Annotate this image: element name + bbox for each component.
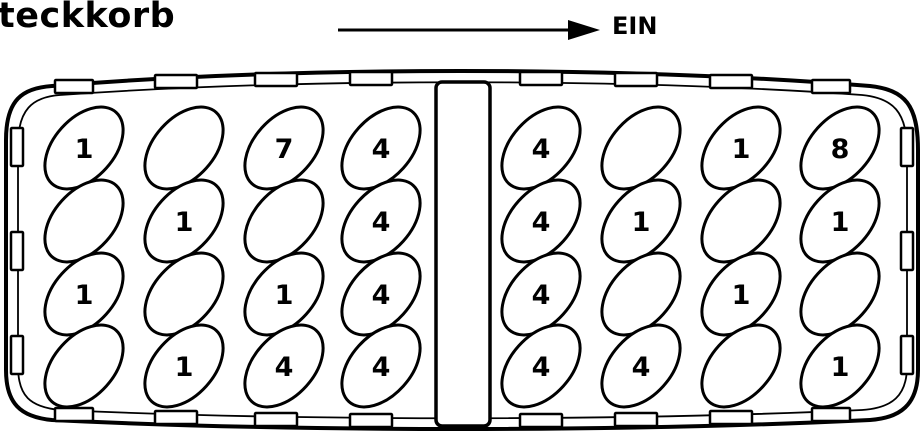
- slot-outline: [143, 323, 225, 409]
- slot-right-c2-r3: [600, 251, 682, 337]
- slot-outline: [143, 105, 225, 191]
- slot-right-c1-r2: 4: [500, 178, 582, 264]
- slot-left-c2-r4: 1: [143, 323, 225, 409]
- slot-outline: [243, 178, 325, 264]
- slot-left-c2-r3: [143, 251, 225, 337]
- slot-label: 4: [372, 352, 391, 383]
- slot-label: 1: [732, 134, 751, 165]
- slot-right-c1-r1: 4: [500, 105, 582, 191]
- slot-label: 1: [175, 352, 194, 383]
- slot-left-c3-r3: 1: [243, 251, 325, 337]
- slot-left-c1-r3: 1: [43, 251, 125, 337]
- direction-label: EIN: [612, 12, 658, 40]
- slot-outline: [243, 323, 325, 409]
- slot-label: 4: [532, 280, 551, 311]
- slot-label: 4: [372, 134, 391, 165]
- center-handle: [434, 80, 492, 428]
- slot-left-c2-r1: [143, 105, 225, 191]
- slot-right-c2-r4: 4: [600, 323, 682, 409]
- basket-slots: 1 1 1 1 7 1 4 4 4 4 4 4 4 4 4 1 4 1 1 8 1 1: [43, 105, 881, 409]
- slot-left-c3-r4: 4: [243, 323, 325, 409]
- slot-label: 1: [75, 134, 94, 165]
- slot-outline: [700, 105, 782, 191]
- slot-label: 4: [532, 134, 551, 165]
- slot-outline: [700, 323, 782, 409]
- slot-outline: [243, 251, 325, 337]
- slot-outline: [143, 251, 225, 337]
- slot-outline: [700, 178, 782, 264]
- slot-left-c4-r1: 4: [340, 105, 422, 191]
- slot-right-c4-r2: 1: [799, 178, 881, 264]
- slot-outline: [600, 251, 682, 337]
- slot-outline: [600, 323, 682, 409]
- slot-outline: [43, 105, 125, 191]
- slot-left-c2-r2: 1: [143, 178, 225, 264]
- slot-left-c1-r1: 1: [43, 105, 125, 191]
- slot-left-c4-r2: 4: [340, 178, 422, 264]
- slot-outline: [600, 178, 682, 264]
- slot-outline: [500, 105, 582, 191]
- slot-left-c1-r2: [43, 178, 125, 264]
- slot-label: 4: [275, 352, 294, 383]
- slot-outline: [799, 178, 881, 264]
- slot-outline: [340, 323, 422, 409]
- slot-label: 4: [372, 280, 391, 311]
- slot-right-c3-r4: [700, 323, 782, 409]
- slot-outline: [243, 105, 325, 191]
- side-tabs: [9, 126, 915, 376]
- slot-right-c3-r3: 1: [700, 251, 782, 337]
- slot-outline: [143, 178, 225, 264]
- slot-left-c4-r3: 4: [340, 251, 422, 337]
- slot-right-c1-r4: 4: [500, 323, 582, 409]
- slot-outline: [700, 251, 782, 337]
- slot-left-c3-r2: [243, 178, 325, 264]
- slot-right-c4-r4: 1: [799, 323, 881, 409]
- slot-outline: [500, 251, 582, 337]
- slot-left-c1-r4: [43, 323, 125, 409]
- slot-outline: [340, 105, 422, 191]
- slot-right-c1-r3: 4: [500, 251, 582, 337]
- slot-label: 1: [75, 280, 94, 311]
- slot-label: 1: [831, 352, 850, 383]
- slot-right-c4-r3: [799, 251, 881, 337]
- slot-outline: [799, 251, 881, 337]
- slot-outline: [340, 251, 422, 337]
- slot-right-c4-r1: 8: [799, 105, 881, 191]
- slot-label: 4: [632, 352, 651, 383]
- slot-outline: [43, 178, 125, 264]
- direction-arrow: [338, 20, 600, 40]
- slot-label: 1: [831, 207, 850, 238]
- slot-outline: [43, 251, 125, 337]
- slot-label: 4: [372, 207, 391, 238]
- slot-label: 8: [831, 134, 850, 165]
- slot-left-c3-r1: 7: [243, 105, 325, 191]
- slot-outline: [799, 323, 881, 409]
- rim-tabs: [53, 70, 852, 429]
- slot-label: 1: [632, 207, 651, 238]
- slot-right-c2-r1: [600, 105, 682, 191]
- slot-outline: [799, 105, 881, 191]
- slot-outline: [340, 178, 422, 264]
- slot-outline: [43, 323, 125, 409]
- slot-right-c2-r2: 1: [600, 178, 682, 264]
- slot-left-c4-r4: 4: [340, 323, 422, 409]
- page-title: teckkorb: [0, 0, 176, 36]
- slot-outline: [500, 178, 582, 264]
- slot-label: 4: [532, 207, 551, 238]
- slot-label: 7: [275, 134, 294, 165]
- slot-right-c3-r2: [700, 178, 782, 264]
- slot-label: 1: [275, 280, 294, 311]
- slot-label: 1: [175, 207, 194, 238]
- slot-label: 4: [532, 352, 551, 383]
- slot-outline: [600, 105, 682, 191]
- slot-outline: [500, 323, 582, 409]
- slot-right-c3-r1: 1: [700, 105, 782, 191]
- slot-label: 1: [732, 280, 751, 311]
